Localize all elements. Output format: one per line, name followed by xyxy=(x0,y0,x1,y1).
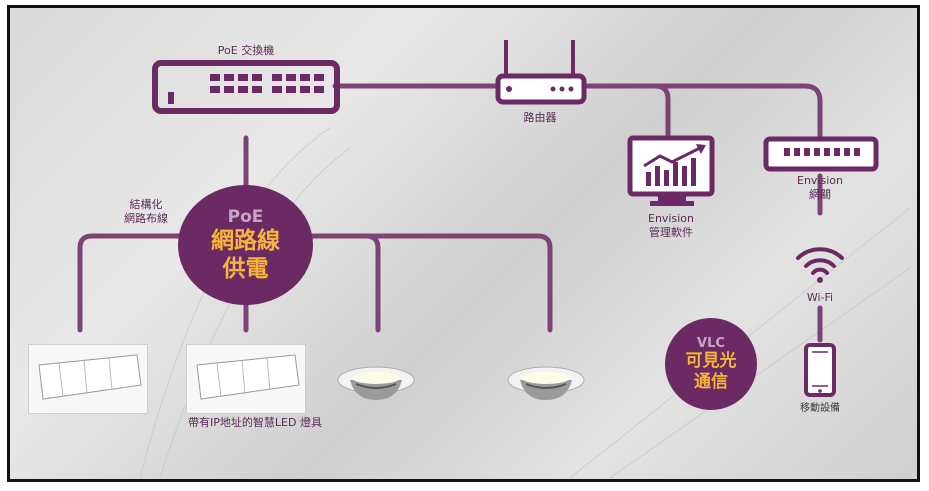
downlight-right-icon xyxy=(507,366,585,400)
vlc-title: VLC xyxy=(697,335,725,351)
smart-led-label: 帶有IP地址的智慧LED 燈具 xyxy=(188,416,322,429)
envision-gateway-label-2: 網關 xyxy=(809,188,831,201)
led-panel-1 xyxy=(28,344,148,414)
wifi-icon xyxy=(796,247,844,283)
poe-switch-label: PoE 交換機 xyxy=(217,44,275,57)
vlc-line1: 可見光 xyxy=(685,350,737,371)
mobile-device-label: 移動設備 xyxy=(800,403,840,414)
structured-cabling-label-1: 結構化 xyxy=(129,198,163,211)
line-router-gateway xyxy=(582,83,823,141)
wifi-label: Wi-Fi xyxy=(806,291,834,304)
vlc-circle: VLC 可見光 通信 xyxy=(665,318,757,410)
line-cabling-mid xyxy=(363,233,381,333)
poe-title: PoE xyxy=(227,207,264,227)
router-icon xyxy=(495,40,587,105)
poe-circle: PoE 網路線 供電 xyxy=(178,185,313,305)
line-cabling-left xyxy=(77,233,183,333)
poe-switch-icon xyxy=(152,60,340,114)
router-label: 路由器 xyxy=(523,111,557,124)
line-router-software xyxy=(652,83,671,139)
line-cabling-right xyxy=(307,233,553,333)
monitor-icon xyxy=(627,135,715,206)
structured-cabling-label-2: 網路布線 xyxy=(124,212,168,225)
mobile-icon xyxy=(804,343,836,397)
envision-software-label-2: 管理軟件 xyxy=(649,226,693,239)
gateway-icon xyxy=(763,136,879,172)
envision-gateway-label-1: Envision xyxy=(797,174,843,187)
poe-line2: 供電 xyxy=(222,256,269,282)
network-diagram: PoE 網路線 供電 VLC 可見光 通信 PoE 交換機 路由器 Envisi… xyxy=(7,5,920,482)
connection-lines xyxy=(77,40,911,479)
envision-software-label-1: Envision xyxy=(648,212,694,225)
vlc-line2: 通信 xyxy=(694,371,728,392)
poe-line1: 網路線 xyxy=(211,228,280,254)
downlight-left-icon xyxy=(337,366,415,400)
led-panel-2 xyxy=(186,344,306,414)
